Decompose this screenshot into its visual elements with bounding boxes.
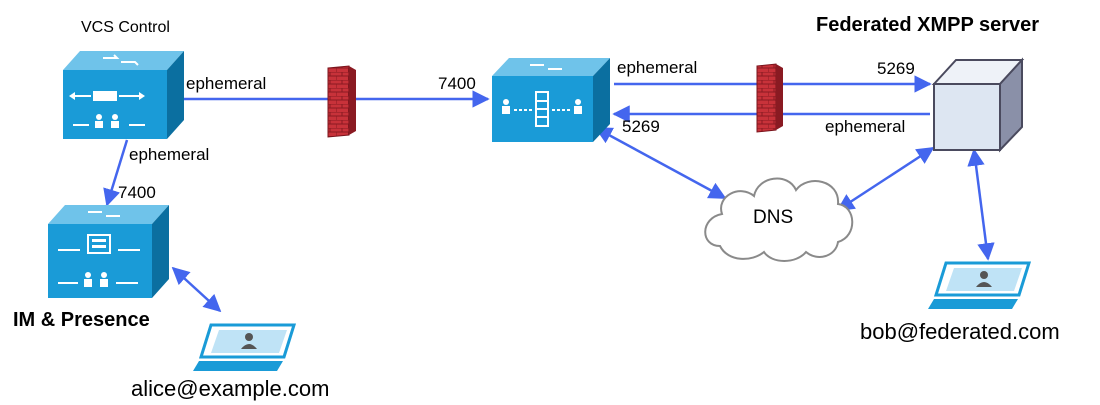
port-label: 7400 bbox=[118, 183, 156, 202]
laptop-icon bbox=[193, 323, 297, 371]
port-label: ephemeral bbox=[186, 74, 267, 93]
port-label: 7400 bbox=[438, 74, 476, 93]
cloud-icon bbox=[704, 177, 854, 262]
server-icon bbox=[931, 57, 1025, 153]
port-label: 5269 bbox=[622, 117, 660, 136]
link-expressway-dns bbox=[594, 126, 727, 200]
port-label: ephemeral bbox=[617, 58, 698, 77]
bob-user-label: bob@federated.com bbox=[860, 319, 1060, 344]
router-icon bbox=[48, 205, 169, 298]
link-vcs-im bbox=[103, 139, 129, 207]
link-federated-bob bbox=[967, 148, 995, 261]
link-im-alice bbox=[171, 266, 222, 313]
laptop-icon bbox=[928, 261, 1032, 309]
port-label: ephemeral bbox=[825, 117, 906, 136]
firewall-icon bbox=[327, 65, 356, 138]
router-icon bbox=[492, 58, 610, 142]
router-icon bbox=[63, 51, 184, 139]
link-dns-federated bbox=[836, 146, 935, 212]
port-label: 5269 bbox=[877, 59, 915, 78]
alice-user-label: alice@example.com bbox=[131, 376, 330, 401]
federated-server-label: Federated XMPP server bbox=[816, 14, 1040, 36]
firewall-icon bbox=[756, 63, 783, 133]
im-presence-label: IM & Presence bbox=[13, 309, 150, 331]
port-label: ephemeral bbox=[129, 145, 210, 164]
vcs-control-label: VCS Control bbox=[81, 19, 170, 36]
dns-label: DNS bbox=[753, 207, 794, 228]
